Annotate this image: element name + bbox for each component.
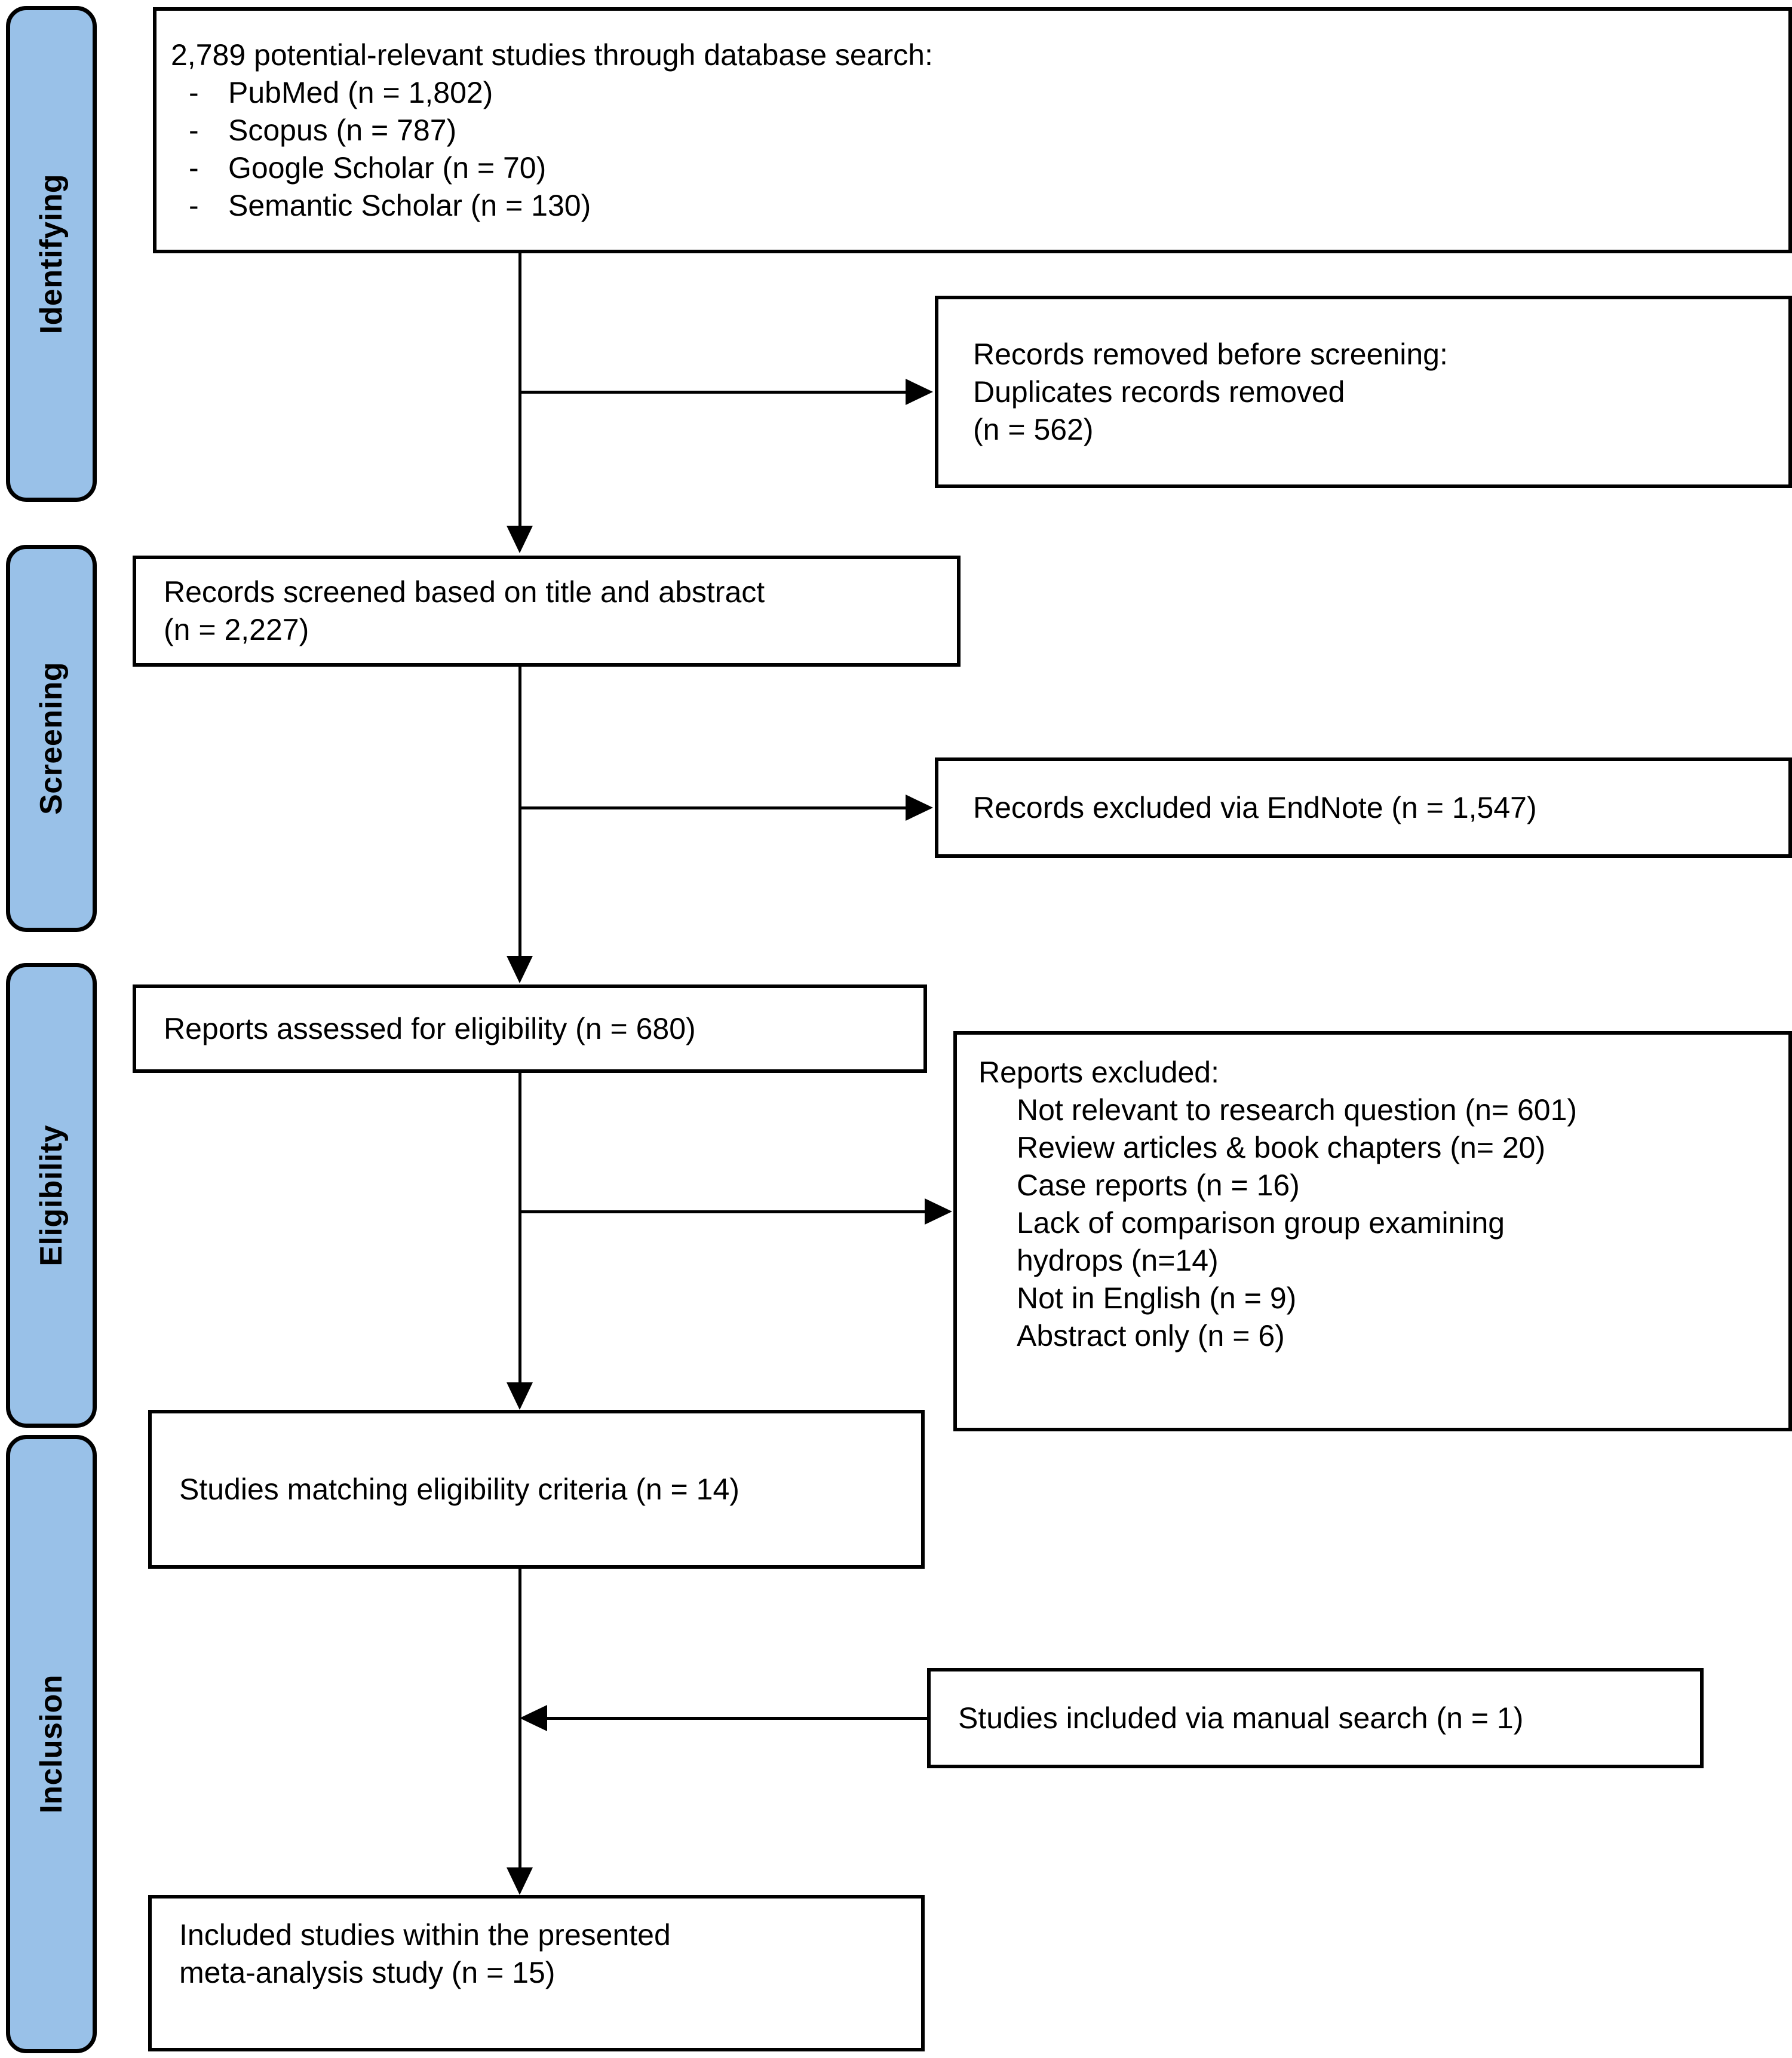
source-label-semantic-scholar: Semantic Scholar (n = 130) [228, 188, 591, 222]
source-label-pubmed: PubMed (n = 1,802) [228, 75, 493, 109]
arrow-down-to-matching [507, 1382, 533, 1410]
manual-search-line-1: Studies included via manual search (n = … [958, 1701, 1524, 1735]
arrow-right-to-reports-excluded [925, 1198, 952, 1225]
phase-inclusion: Inclusion [6, 1435, 97, 2053]
screened-line-2: (n = 2,227) [164, 613, 309, 646]
box-studies-matching: Studies matching eligibility criteria (n… [148, 1410, 925, 1569]
box-included-studies: Included studies within the presented me… [148, 1895, 925, 2051]
box-reports-assessed: Reports assessed for eligibility (n = 68… [133, 984, 927, 1073]
matching-line-1: Studies matching eligibility criteria (n… [179, 1472, 739, 1506]
bullet-marker-icon: - [189, 75, 199, 109]
exclusion-reason-lack-comparison-line-1: Lack of comparison group examining [1017, 1206, 1505, 1240]
endnote-line-1: Records excluded via EndNote (n = 1,547) [973, 790, 1537, 824]
arrow-down-to-assessed [507, 956, 533, 983]
source-row-google-scholar: - Google Scholar (n = 70) [171, 149, 1774, 187]
exclusion-reason-not-english: Not in English (n = 9) [1017, 1281, 1297, 1315]
source-label-google-scholar: Google Scholar (n = 70) [228, 151, 547, 185]
assessed-line-1: Reports assessed for eligibility (n = 68… [164, 1011, 696, 1045]
identification-heading: 2,789 potential-relevant studies through… [171, 38, 933, 72]
arrow-down-to-included [507, 1867, 533, 1895]
connector-branch-to-duplicates [518, 391, 907, 394]
duplicates-line-2: Duplicates records removed [973, 375, 1345, 409]
reports-excluded-heading: Reports excluded: [978, 1056, 1220, 1089]
box-records-screened: Records screened based on title and abst… [133, 556, 961, 667]
box-identification: 2,789 potential-relevant studies through… [153, 7, 1792, 253]
source-label-scopus: Scopus (n = 787) [228, 113, 457, 147]
connector-branch-to-reports-excluded [518, 1210, 926, 1213]
arrow-right-to-duplicates [906, 379, 933, 405]
box-reports-excluded: Reports excluded: Not relevant to resear… [953, 1031, 1792, 1431]
connector-screened-to-assessed [518, 667, 521, 957]
phase-label-inclusion: Inclusion [34, 1674, 69, 1814]
exclusion-reason-review-articles: Review articles & book chapters (n= 20) [1017, 1131, 1546, 1164]
connector-assessed-to-matching [518, 1073, 521, 1384]
included-line-2: meta-analysis study (n = 15) [179, 1956, 556, 1989]
bullet-marker-icon: - [189, 151, 199, 185]
box-excluded-endnote: Records excluded via EndNote (n = 1,547) [935, 757, 1792, 858]
source-row-pubmed: - PubMed (n = 1,802) [171, 74, 1774, 112]
connector-identification-to-screened [518, 253, 521, 527]
phase-eligibility: Eligibility [6, 963, 97, 1428]
connector-branch-to-endnote [518, 806, 907, 809]
arrow-down-to-screened [507, 526, 533, 553]
exclusion-reason-abstract-only: Abstract only (n = 6) [1017, 1319, 1285, 1352]
box-manual-search: Studies included via manual search (n = … [927, 1668, 1704, 1768]
arrow-left-into-main-flow [520, 1705, 547, 1731]
bullet-marker-icon: - [189, 188, 199, 222]
phase-label-screening: Screening [34, 662, 69, 815]
phase-label-identifying: Identifying [34, 173, 69, 335]
included-line-1: Included studies within the presented [179, 1918, 671, 1952]
exclusion-reason-lack-comparison-line-2: hydrops (n=14) [1017, 1244, 1219, 1277]
source-row-scopus: - Scopus (n = 787) [171, 112, 1774, 149]
duplicates-line-1: Records removed before screening: [973, 337, 1448, 371]
box-duplicates-removed: Records removed before screening: Duplic… [935, 296, 1792, 488]
bullet-marker-icon: - [189, 113, 199, 147]
connector-manual-search-to-main-flow [547, 1717, 929, 1720]
exclusion-reason-not-relevant: Not relevant to research question (n= 60… [1017, 1093, 1578, 1127]
phase-identifying: Identifying [6, 6, 97, 502]
exclusion-reason-case-reports: Case reports (n = 16) [1017, 1168, 1300, 1202]
phase-label-eligibility: Eligibility [34, 1124, 69, 1266]
screened-line-1: Records screened based on title and abst… [164, 575, 765, 609]
phase-screening: Screening [6, 545, 97, 932]
source-row-semantic-scholar: - Semantic Scholar (n = 130) [171, 187, 1774, 225]
duplicates-line-3: (n = 562) [973, 412, 1094, 446]
arrow-right-to-endnote [906, 795, 933, 821]
